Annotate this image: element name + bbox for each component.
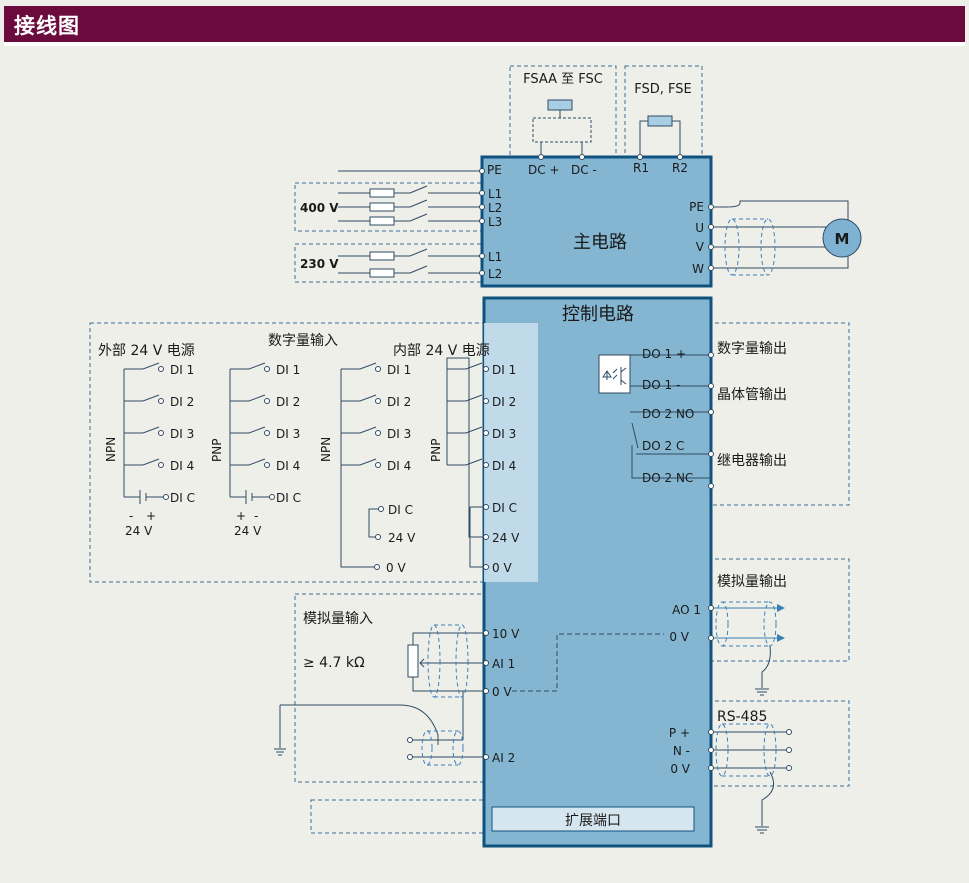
ai-ao-common-line [512,633,664,692]
g2-24v: 24 V [234,524,262,538]
internal-supply-label: 内部 24 V 电源 [393,343,490,359]
di-terminal-highlight [484,323,538,582]
g3-di2: DI 2 [387,395,411,409]
potentiometer [407,644,419,678]
g2-dic: DI C [276,491,301,505]
main-term-pe-top: PE [487,163,502,177]
g1-npn-label: NPN [104,437,118,462]
ctrl-term-ao1: AO 1 [672,603,701,617]
ctrl-term-24v: 24 V [492,531,520,545]
g4-pnp-label: PNP [429,439,443,462]
ctrl-term-do2nc: DO 2 NC [642,471,693,485]
g3-di3: DI 3 [387,427,411,441]
ctrl-term-do2no: DO 2 NO [642,407,694,421]
ctrl-term-do1minus: DO 1 - [642,378,680,392]
g1-di4: DI 4 [170,459,194,473]
expansion-port [491,806,695,832]
main-term-w: W [692,262,704,276]
g1-di2: DI 2 [170,395,194,409]
ctrl-term-di4: DI 4 [492,459,516,473]
ctrl-term-pplus: P + [669,726,690,740]
main-term-pe-out: PE [689,200,704,214]
control-circuit-label: 控制电路 [562,304,634,325]
g2-minus: - [254,509,258,523]
ctrl-term-do2c: DO 2 C [642,439,684,453]
analog-input-resistance: ≥ 4.7 kΩ [303,655,365,671]
digital-output-title: 数字量输出 [717,341,787,357]
g3-dic: DI C [388,503,413,517]
g2-di3: DI 3 [276,427,300,441]
main-circuit-block [480,155,713,288]
g2-di4: DI 4 [276,459,300,473]
main-term-u: U [695,221,704,235]
g1-plus: + [146,509,156,523]
ctrl-term-ai-0v: 0 V [492,685,512,699]
ctrl-term-0v: 0 V [492,561,512,575]
g1-minus: - [129,509,133,523]
g2-plus: + [236,509,246,523]
expansion-port-label: 扩展端口 [565,813,621,829]
g3-npn-label: NPN [319,437,333,462]
main-term-l1-230: L1 [488,250,502,264]
g1-di3: DI 3 [170,427,194,441]
ctrl-term-ai2: AI 2 [492,751,515,765]
external-supply-label: 外部 24 V 电源 [98,343,195,359]
optocoupler [598,354,631,394]
g1-24v: 24 V [125,524,153,538]
g1-di1: DI 1 [170,363,194,377]
rs485-title: RS-485 [717,709,767,725]
ctrl-term-di2: DI 2 [492,395,516,409]
ctrl-term-ai1: AI 1 [492,657,515,671]
g2-di2: DI 2 [276,395,300,409]
ctrl-term-nminus: N - [673,744,690,758]
main-term-dcminus: DC - [571,163,597,177]
g3-0v: 0 V [386,561,406,575]
braking-label-fsd: FSD, FSE [634,82,692,97]
digital-input-title: 数字量输入 [268,333,338,349]
transistor-output-label: 晶体管输出 [717,387,787,403]
g1-dic: DI C [170,491,195,505]
ctrl-term-10v: 10 V [492,627,520,641]
main-circuit-label: 主电路 [573,232,627,253]
main-term-l3: L3 [488,215,502,229]
analog-input-title: 模拟量输入 [303,611,373,627]
ctrl-term-ao-0v: 0 V [669,630,689,644]
main-term-l2-230: L2 [488,267,502,281]
g3-24v: 24 V [388,531,416,545]
main-term-l2: L2 [488,201,502,215]
digital-input-box [89,322,540,583]
ctrl-term-do1plus: DO 1 + [642,347,686,361]
ctrl-term-di3: DI 3 [492,427,516,441]
g2-di1: DI 1 [276,363,300,377]
ctrl-term-dic: DI C [492,501,517,515]
main-term-dcplus: DC + [528,163,560,177]
motor-label: M [835,230,850,248]
page-title: 接线图 [14,14,80,38]
main-term-l1: L1 [488,187,502,201]
title-bar: 接线图 [4,6,965,46]
g3-di4: DI 4 [387,459,411,473]
ctrl-term-di1: DI 1 [492,363,516,377]
main-term-v: V [696,240,705,254]
g2-pnp-label: PNP [210,439,224,462]
braking-label-fsaa: FSAA 至 FSC [523,72,603,87]
main-term-r1: R1 [633,161,649,175]
supply-230-label: 230 V [300,257,339,271]
main-term-r2: R2 [672,161,688,175]
analog-output-title: 模拟量输出 [717,574,787,590]
relay-output-label: 继电器输出 [717,453,787,469]
g3-di1: DI 1 [387,363,411,377]
ctrl-term-rs485-0v: 0 V [670,762,690,776]
supply-400-label: 400 V [300,201,339,215]
motor-symbol [822,218,862,258]
